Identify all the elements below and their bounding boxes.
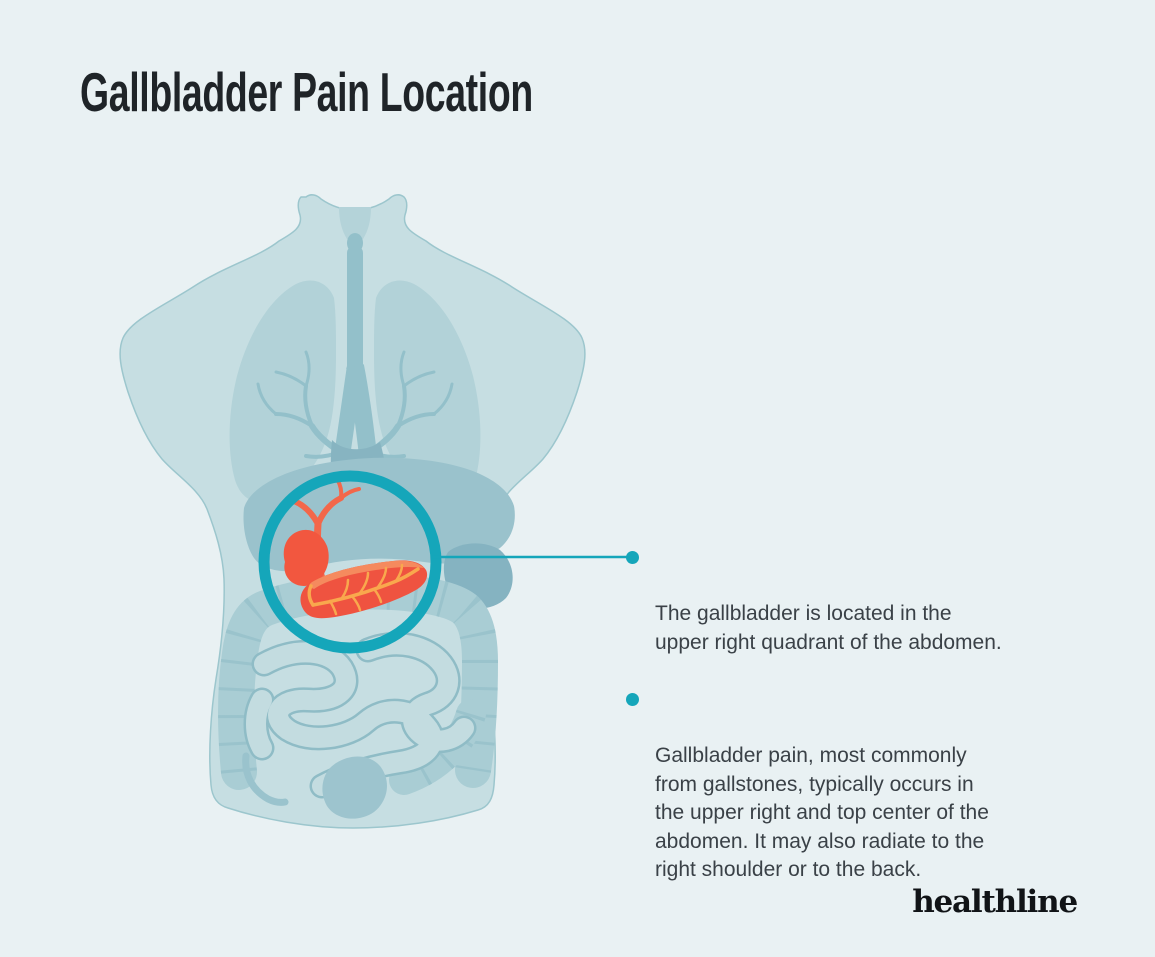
- gallbladder-graphic: [283, 529, 329, 586]
- bullet-dot: [626, 692, 639, 706]
- callout-list: The gallbladder is located in the upper …: [622, 543, 1052, 913]
- healthline-logo: healthline: [912, 884, 1078, 920]
- gallbladder-highlight-ring: [258, 470, 442, 654]
- callout-item: Gallbladder pain, most commonly from gal…: [622, 685, 1052, 885]
- bullet-dot: [626, 550, 639, 564]
- pancreas-graphic: [300, 560, 428, 619]
- small-intestine-graphic: [243, 631, 477, 799]
- callout-text: Gallbladder pain, most commonly from gal…: [655, 744, 989, 881]
- callout-item: The gallbladder is located in the upper …: [622, 543, 1052, 657]
- lungs-graphic: [229, 280, 481, 503]
- callout-text: The gallbladder is located in the upper …: [655, 602, 1002, 654]
- pelvic-graphic: [322, 756, 387, 819]
- page-title: Gallbladder Pain Location: [80, 61, 533, 123]
